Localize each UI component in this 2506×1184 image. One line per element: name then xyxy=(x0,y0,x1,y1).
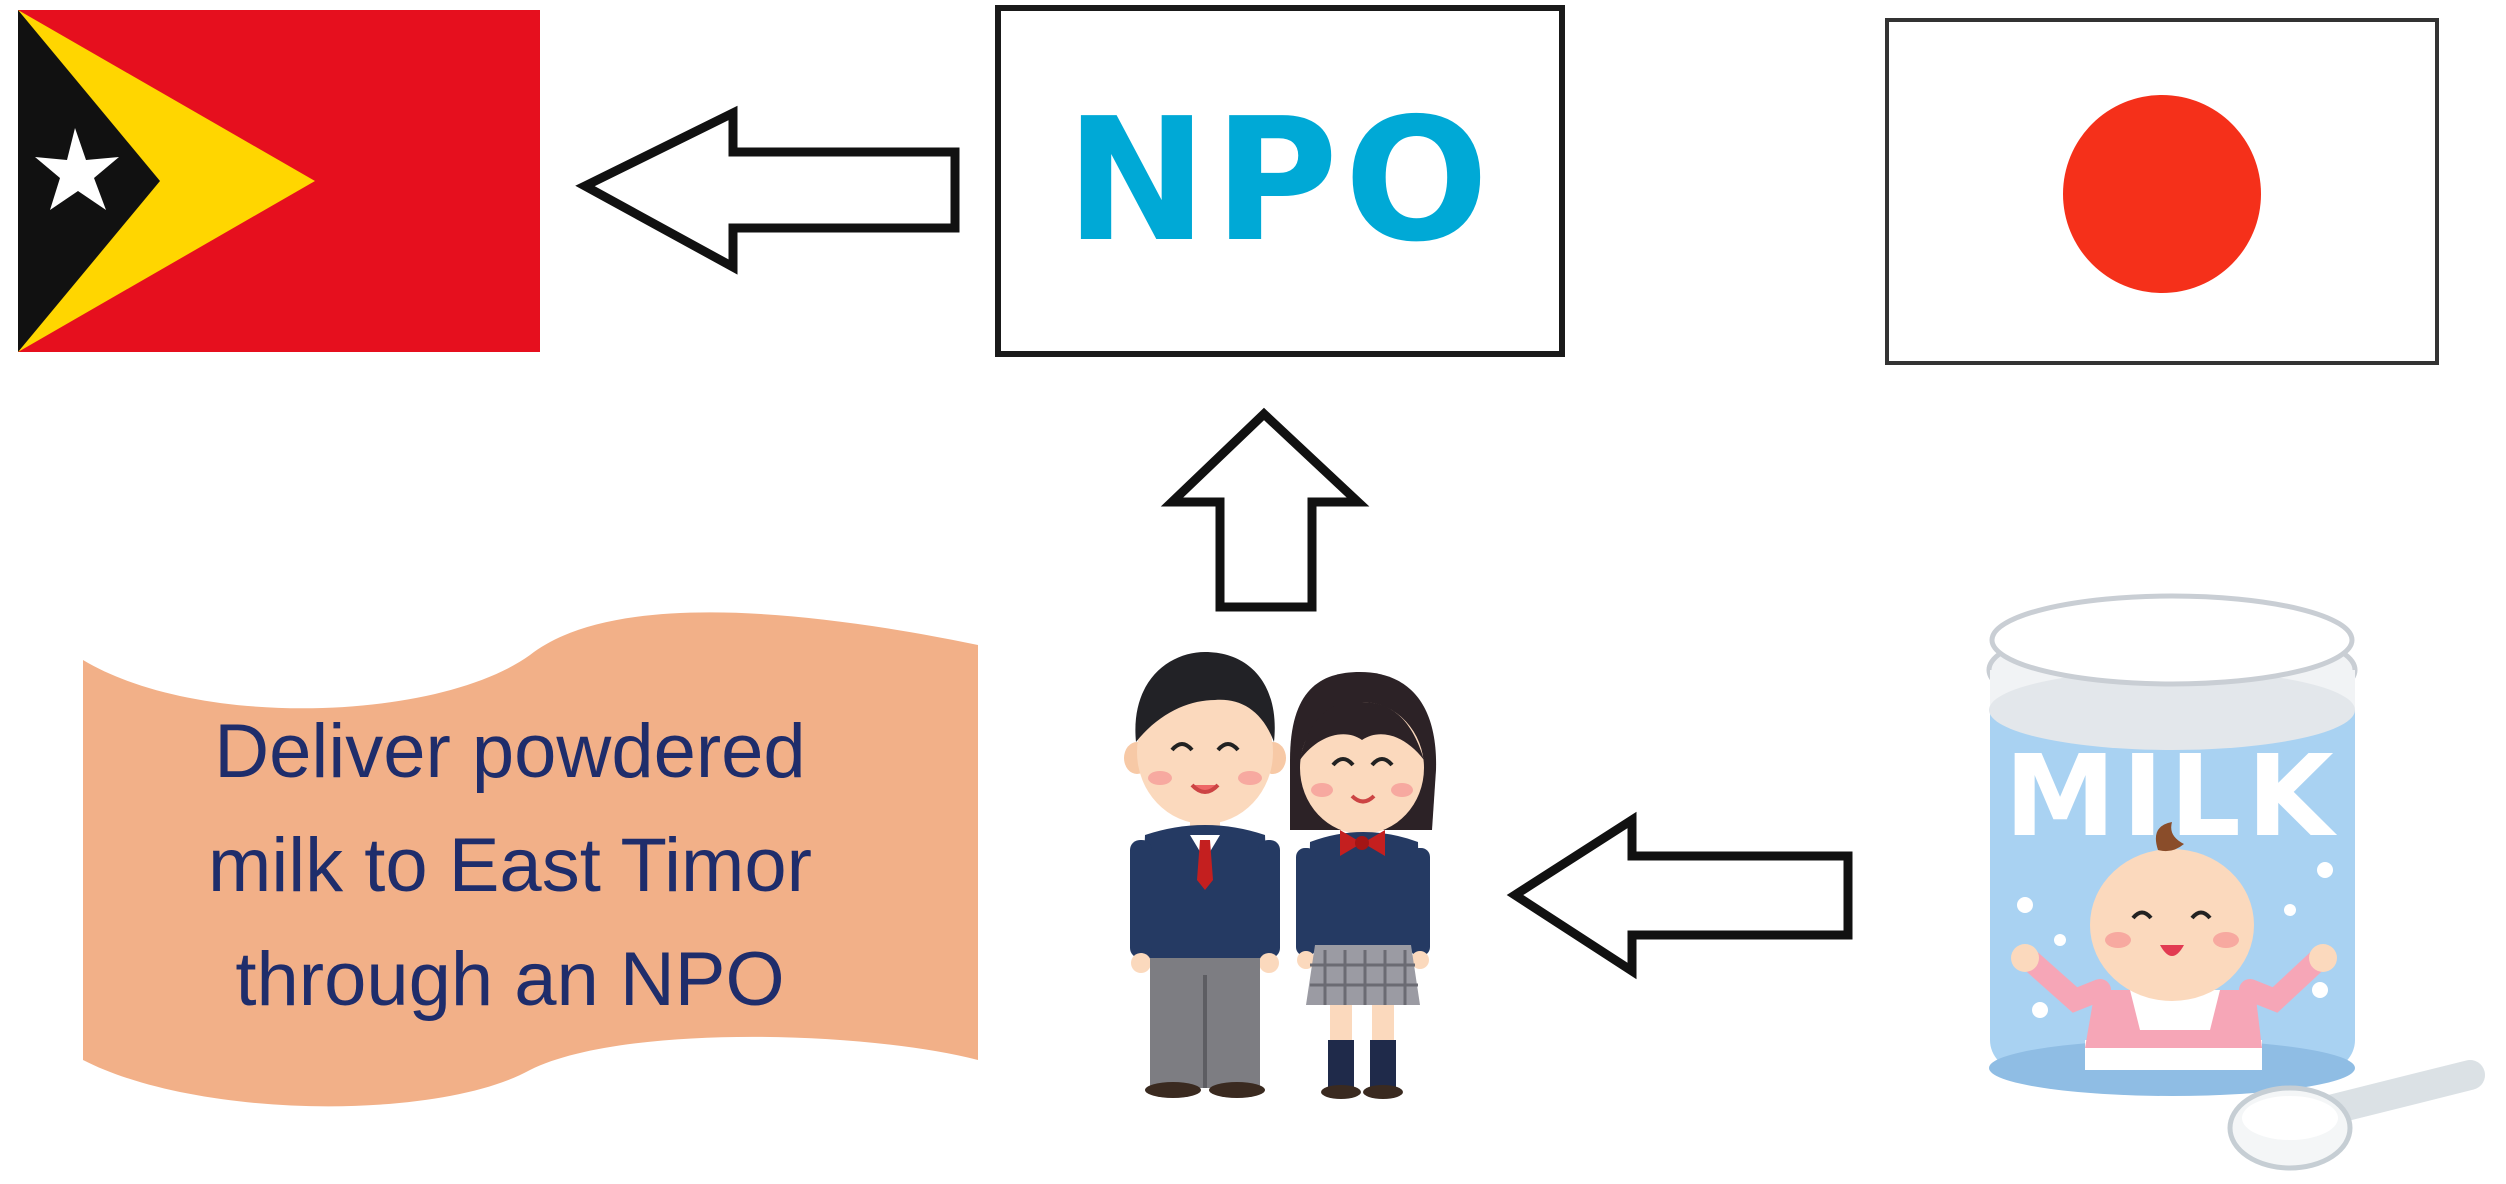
banner-text: Deliver powdered milk to East Timor thro… xyxy=(95,695,925,1037)
arrow-left-top xyxy=(575,105,960,275)
banner-shape xyxy=(83,612,978,1107)
students-icon xyxy=(1124,652,1437,1099)
japan-flag-icon xyxy=(1885,18,2439,365)
banner-line-2: milk to East Timor xyxy=(208,823,812,908)
milk-can-icon: MILK xyxy=(1986,593,2358,1096)
npo-box: NPO xyxy=(995,5,1565,357)
scoop-icon xyxy=(2227,1060,2485,1171)
banner-line-3: through an NPO xyxy=(235,937,785,1022)
arrow-left-bottom xyxy=(1506,811,1853,980)
milk-can-label: MILK xyxy=(2004,732,2339,862)
arrow-up xyxy=(1160,407,1370,612)
npo-label: NPO xyxy=(1065,82,1495,280)
flower-icon xyxy=(2017,862,2333,1018)
star-icon xyxy=(35,128,119,210)
boy-student-icon xyxy=(1124,652,1286,1098)
banner-line-1: Deliver powdered xyxy=(214,709,806,794)
baby-icon xyxy=(2011,822,2337,1070)
east-timor-flag-icon xyxy=(18,10,540,352)
girl-student-icon xyxy=(1290,672,1437,1099)
